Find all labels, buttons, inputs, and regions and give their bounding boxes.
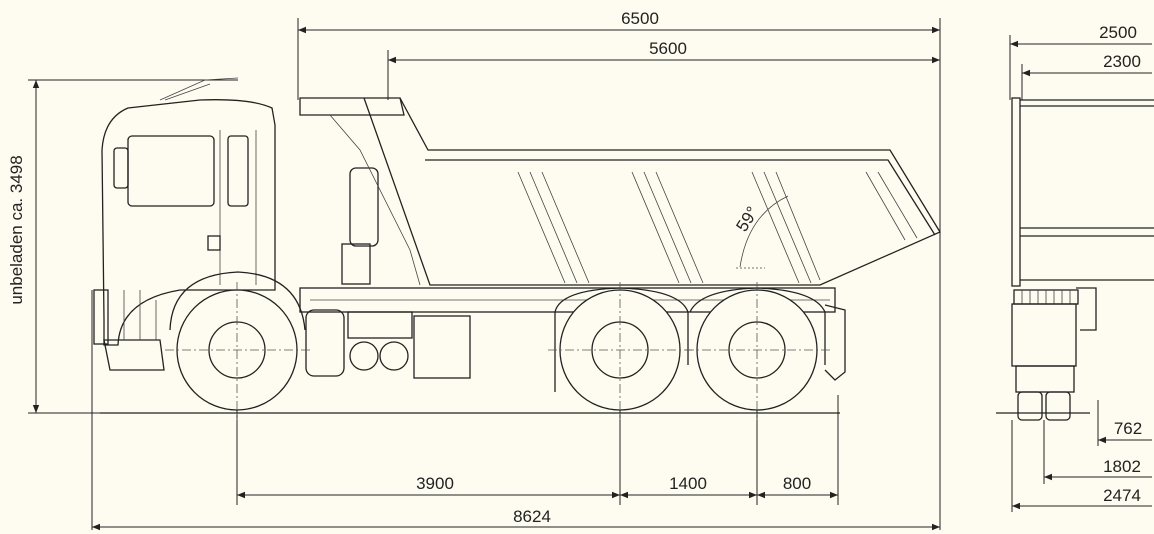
dimension-8624: 8624 [91, 290, 940, 531]
dimension-2300-label: 2300 [1103, 52, 1141, 71]
hydraulic-cylinder [349, 167, 379, 247]
mirror [113, 147, 129, 189]
fuel-tank [305, 309, 345, 377]
dimension-800: 800 [756, 395, 839, 505]
air-tank-1 [349, 341, 379, 371]
rear-tire-left [1017, 391, 1043, 421]
dimension-6500: 6500 [297, 9, 941, 530]
truck-side-view: 59° [93, 77, 941, 420]
dump-body [299, 97, 941, 286]
tool-box [413, 315, 471, 379]
dimension-1802: 1802 [1043, 420, 1152, 484]
rear-cab-window [227, 135, 249, 207]
dimension-2500-label: 2500 [1099, 23, 1137, 42]
cab [93, 77, 276, 371]
height-label: unbeladen ca. 3498 [7, 155, 26, 304]
dimension-800-label: 800 [783, 474, 811, 493]
dimension-2500: 2500 [1009, 23, 1152, 100]
dimension-3900-label: 3900 [416, 474, 454, 493]
dimension-1400-label: 1400 [669, 474, 707, 493]
dimension-2474-label: 2474 [1103, 486, 1141, 505]
dimension-height: unbeladen ca. 3498 [7, 79, 238, 414]
rear-tire-right [1045, 391, 1071, 421]
rear-axle-housing [1011, 303, 1077, 367]
dimension-5600: 5600 [387, 39, 940, 100]
dimension-762-label: 762 [1114, 419, 1142, 438]
battery-box [347, 311, 413, 339]
cab-window [127, 135, 215, 207]
front-bumper [103, 339, 165, 371]
dimension-5600-label: 5600 [649, 39, 687, 58]
dimension-762: 762 [1097, 400, 1152, 446]
dimension-1802-label: 1802 [1103, 457, 1141, 476]
dimension-3900: 3900 [236, 395, 620, 505]
rear-hitch [824, 304, 846, 381]
door-handle [207, 235, 221, 251]
dimension-2300: 2300 [1021, 52, 1152, 100]
truck-rear-view: 2500 2300 762 1802 2474 [996, 23, 1154, 512]
air-tank-2 [379, 341, 409, 371]
tip-angle-label: 59° [732, 203, 762, 235]
headlight [93, 289, 109, 345]
front-wheel-arch [169, 271, 306, 331]
tip-angle-indicator: 59° [732, 195, 789, 269]
dimension-8624-label: 8624 [513, 507, 551, 526]
dimension-6500-label: 6500 [621, 9, 659, 28]
dimension-2474: 2474 [1011, 420, 1152, 512]
hydraulic-tank [341, 243, 371, 285]
chassis-frame [299, 287, 836, 313]
dimension-1400: 1400 [619, 395, 757, 505]
